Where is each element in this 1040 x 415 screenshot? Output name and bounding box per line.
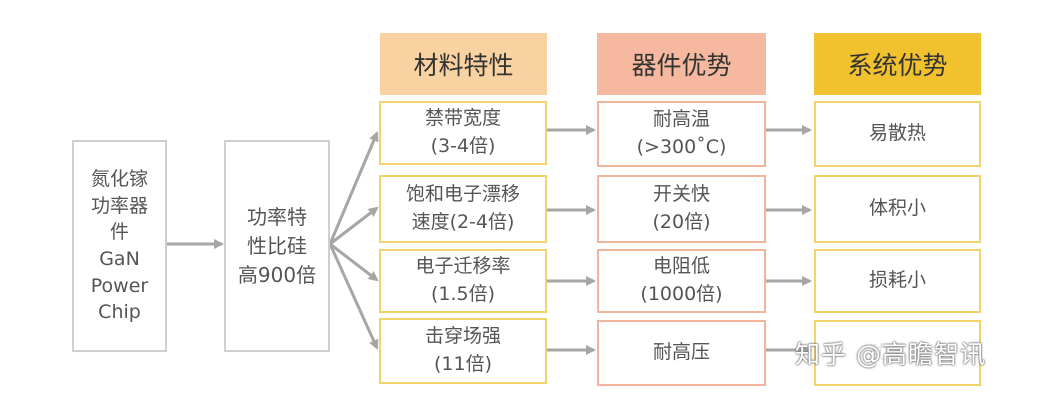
material-electron-mobility: 电子迁移率 (1.5倍) <box>379 249 547 313</box>
device-advantage: 电阻低 <box>652 255 710 278</box>
system-high-power: 功率大 <box>814 320 981 386</box>
material-name: 电子迁移率 <box>415 255 511 278</box>
system-heat-dissipation: 易散热 <box>814 101 981 167</box>
material-factor: (11倍) <box>433 353 492 375</box>
gan-chip-line: GaN <box>99 248 140 270</box>
device-advantage: 耐高温 <box>652 108 710 131</box>
material-bandgap: 禁带宽度 (3-4倍) <box>379 101 547 165</box>
material-factor: (3-4倍) <box>430 135 496 157</box>
device-factor: (1000倍) <box>640 283 723 305</box>
arrow-power-to-material-3 <box>329 242 379 282</box>
zhihu-watermark: 知乎 @高瞻智讯 <box>795 340 986 369</box>
material-factor: 速度(2-4倍) <box>411 211 515 233</box>
material-name: 击穿场强 <box>424 325 501 348</box>
power-line: 高900倍 <box>237 262 317 287</box>
power-characteristic-box: 功率特 性比硅 高900倍 <box>224 140 330 352</box>
material-name: 禁带宽度 <box>424 107 501 130</box>
system-advantage: 体积小 <box>868 197 926 220</box>
device-advantage: 开关快 <box>652 183 710 206</box>
material-breakdown-field: 击穿场强 (11倍) <box>379 318 547 384</box>
system-advantage: 易散热 <box>868 122 926 145</box>
header-system-advantages: 系统优势 <box>814 33 981 95</box>
device-low-resistance: 电阻低 (1000倍) <box>597 249 766 313</box>
power-line: 性比硅 <box>247 233 307 258</box>
system-advantage: 功率大 <box>868 341 926 364</box>
system-small-size: 体积小 <box>814 175 981 243</box>
header-device-advantages: 器件优势 <box>597 33 766 95</box>
arrow-power-to-material-1 <box>328 131 379 245</box>
gan-chip-box: 氮化镓 功率器 件 GaN Power Chip <box>72 140 167 352</box>
header-material-properties: 材料特性 <box>380 33 547 95</box>
gan-chip-line: Chip <box>98 301 141 324</box>
gan-chip-line: 件 <box>109 221 129 244</box>
device-factor: (20倍) <box>652 211 711 233</box>
gan-chip-line: Power <box>90 274 149 297</box>
arrow-power-to-material-2 <box>329 206 379 246</box>
material-name: 饱和电子漂移 <box>405 183 520 206</box>
material-factor: (1.5倍) <box>430 283 496 305</box>
system-low-loss: 损耗小 <box>814 249 981 313</box>
material-electron-drift-velocity: 饱和电子漂移 速度(2-4倍) <box>379 175 547 243</box>
device-high-voltage: 耐高压 <box>597 320 766 386</box>
device-high-temperature: 耐高温 (>300˚C) <box>597 101 766 167</box>
device-factor: (>300˚C) <box>636 136 727 158</box>
arrow-power-to-material-4 <box>328 243 379 350</box>
gan-chip-line: 氮化镓 <box>90 168 148 191</box>
gan-chip-line: 功率器 <box>90 194 148 217</box>
system-advantage: 损耗小 <box>868 269 926 292</box>
device-fast-switching: 开关快 (20倍) <box>597 175 766 243</box>
power-line: 功率特 <box>247 204 307 229</box>
device-advantage: 耐高压 <box>652 341 710 364</box>
